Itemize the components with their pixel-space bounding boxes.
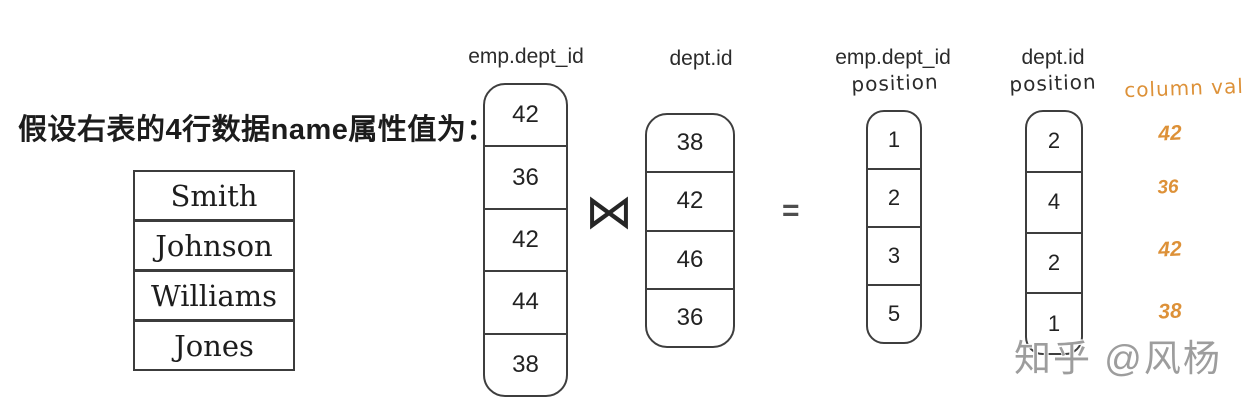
column-val-value: 38 <box>1157 299 1183 324</box>
dept-id-cell: 36 <box>647 287 733 346</box>
emp-position-column: 1 2 3 5 <box>866 110 922 344</box>
zhihu-watermark: 知乎 @风杨 <box>1014 338 1222 379</box>
dept-id-cell: 46 <box>647 229 733 288</box>
join-operator-icon: ⋈ <box>585 186 633 239</box>
dept-position-cell: 2 <box>1047 128 1061 154</box>
name-table-row: Jones <box>135 319 293 369</box>
dept-id-cell: 42 <box>647 171 733 229</box>
dept-id-column: 38 42 46 36 <box>645 113 735 348</box>
name-table: Smith Johnson Williams Jones <box>133 170 295 371</box>
dept-position-label-line2: position <box>1008 69 1098 97</box>
emp-dept-id-cell: 38 <box>485 332 566 395</box>
dept-position-cell: 2 <box>1027 231 1081 293</box>
emp-dept-id-cell: 44 <box>485 270 566 332</box>
emp-position-cell: 3 <box>868 226 920 284</box>
intro-text: 假设右表的4行数据name属性值为： <box>18 114 496 146</box>
dept-id-cell: 38 <box>676 129 704 157</box>
emp-position-cell: 2 <box>868 168 920 226</box>
emp-position-label-line1: emp.dept_id <box>835 46 951 69</box>
dept-position-cell: 4 <box>1027 170 1081 232</box>
emp-dept-id-cell: 36 <box>485 145 566 207</box>
column-val-value: 36 <box>1156 176 1180 199</box>
emp-dept-id-cell: 42 <box>512 101 539 129</box>
emp-position-label-line2: position <box>850 69 940 97</box>
column-val-value: 42 <box>1157 237 1183 262</box>
name-table-row: Johnson <box>135 219 293 269</box>
name-table-row: Williams <box>135 269 293 319</box>
column-val-value: 42 <box>1157 121 1183 146</box>
equals-operator: = <box>782 194 800 227</box>
emp-dept-id-column: 42 36 42 44 38 <box>483 83 568 397</box>
emp-dept-id-cell: 42 <box>485 207 566 270</box>
dept-position-cell: 1 <box>1027 292 1081 353</box>
emp-position-cell: 1 <box>887 127 901 152</box>
emp-position-cell: 5 <box>868 284 920 342</box>
name-table-row: Smith <box>170 178 258 213</box>
column-val-label: column val <box>1123 73 1245 103</box>
emp-dept-id-label: emp.dept_id <box>468 45 584 68</box>
dept-position-column: 2 4 2 1 <box>1025 110 1083 355</box>
dept-position-label-line1: dept.id <box>1021 46 1085 69</box>
dept-id-label: dept.id <box>669 47 733 70</box>
